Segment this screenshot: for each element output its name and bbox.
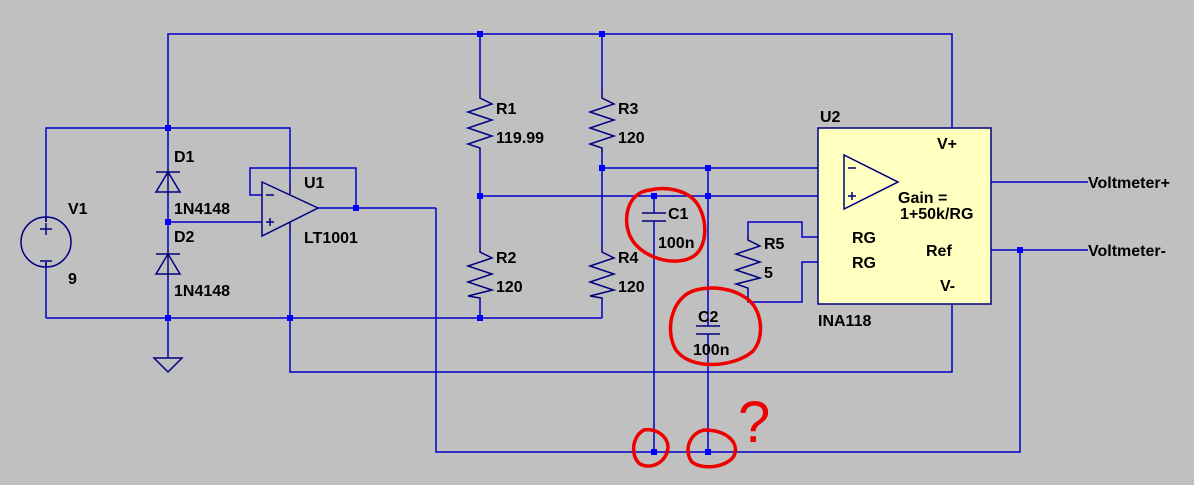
labels: V1 9 D1 1N4148 D2 1N4148 U1 LT1001 R1 11… xyxy=(68,101,1170,359)
r4-name-label: R4 xyxy=(618,250,639,267)
u2-vminus-label: V- xyxy=(940,278,955,295)
junction-dot xyxy=(705,193,711,199)
junction-dot xyxy=(477,193,483,199)
resistor-r3 xyxy=(587,90,617,152)
d2-model-label: 1N4148 xyxy=(174,283,230,300)
u2-body xyxy=(817,127,992,305)
r3-value-label: 120 xyxy=(618,130,645,147)
resistor-r1 xyxy=(465,90,495,152)
net-label-voltmeter-plus: Voltmeter+ xyxy=(1088,175,1170,192)
u2-rg2-label: RG xyxy=(852,255,876,272)
junction-dot xyxy=(287,315,293,321)
c2-name-label: C2 xyxy=(698,309,719,326)
capacitor-c1 xyxy=(642,212,666,222)
v1-value-label: 9 xyxy=(68,271,77,288)
r1-name-label: R1 xyxy=(496,101,517,118)
voltage-source-v1 xyxy=(20,216,72,268)
u1-model-label: LT1001 xyxy=(304,230,358,247)
annotations: ? xyxy=(624,186,770,469)
u2-rg1-label: RG xyxy=(852,230,876,247)
junction-dot xyxy=(165,315,171,321)
wire-r5-rg2 xyxy=(747,261,818,303)
diode-d2 xyxy=(154,250,182,278)
r5-value-label: 5 xyxy=(764,265,773,282)
junction-dot xyxy=(599,31,605,37)
u2-model-label: INA118 xyxy=(818,313,871,330)
c1-value-label: 100n xyxy=(658,235,694,252)
u2-gain-label-line1: Gain = xyxy=(898,190,947,207)
r2-value-label: 120 xyxy=(496,279,523,296)
junction-dot xyxy=(477,315,483,321)
u2-ref-label: Ref xyxy=(926,243,952,260)
r5-name-label: R5 xyxy=(764,236,785,253)
v1-name-label: V1 xyxy=(68,201,88,218)
junction-dot xyxy=(353,205,359,211)
d1-model-label: 1N4148 xyxy=(174,201,230,218)
r2-name-label: R2 xyxy=(496,250,517,267)
annotation-circle-node-left xyxy=(631,427,670,468)
junction-dot xyxy=(705,165,711,171)
resistor-r2 xyxy=(465,245,495,300)
junction-dot xyxy=(165,219,171,225)
annotation-circle-node-right xyxy=(686,428,738,469)
components xyxy=(20,90,763,374)
r4-value-label: 120 xyxy=(618,279,645,296)
capacitor-c2 xyxy=(696,325,720,335)
wire-r5-rg1 xyxy=(747,221,818,238)
annotation-circle-c1 xyxy=(624,186,707,263)
junction-dot xyxy=(651,449,657,455)
r1-value-label: 119.99 xyxy=(496,130,544,147)
junction-dot xyxy=(599,165,605,171)
diode-d1 xyxy=(154,168,182,196)
r3-name-label: R3 xyxy=(618,101,639,118)
annotation-question-mark: ? xyxy=(738,390,770,455)
annotation-circle-c2 xyxy=(668,286,763,367)
junction-dot xyxy=(1017,247,1023,253)
junction-dot xyxy=(477,31,483,37)
wire-u1-vminus xyxy=(289,234,953,373)
u2-opamp-symbol xyxy=(843,153,900,211)
junctions xyxy=(165,31,1023,455)
d1-name-label: D1 xyxy=(174,149,195,166)
opamp-u1 xyxy=(261,180,320,238)
wire-top-rail xyxy=(167,33,953,128)
junction-dot xyxy=(651,193,657,199)
junction-dot xyxy=(165,125,171,131)
u2-gain-label-line2: 1+50k/RG xyxy=(900,206,973,223)
wire-u1-feedback xyxy=(249,167,357,208)
c2-value-label: 100n xyxy=(693,342,729,359)
wires xyxy=(45,33,1088,453)
u2-name-label: U2 xyxy=(820,109,841,126)
ground-symbol xyxy=(152,357,184,374)
c1-name-label: C1 xyxy=(668,206,689,223)
u1-name-label: U1 xyxy=(304,175,325,192)
resistor-r4 xyxy=(587,245,617,300)
wire-u1-out-to-bottom xyxy=(435,208,1021,453)
resistor-r5 xyxy=(733,234,763,290)
net-label-voltmeter-minus: Voltmeter- xyxy=(1088,243,1166,260)
u2-vplus-label: V+ xyxy=(937,136,957,153)
d2-name-label: D2 xyxy=(174,229,195,246)
ina118-u2 xyxy=(817,127,992,305)
junction-dot xyxy=(705,449,711,455)
